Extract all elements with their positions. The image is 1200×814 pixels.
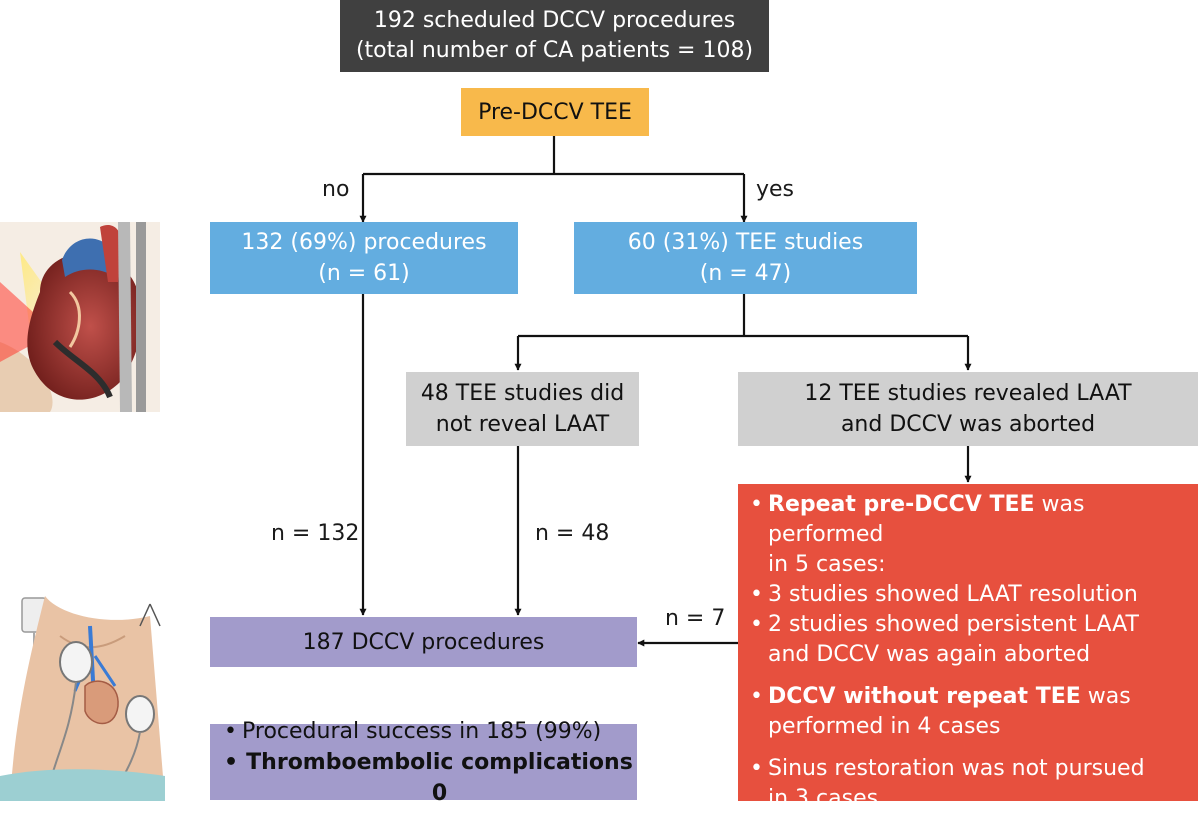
tee-studies-line-2: (n = 47) [699, 261, 792, 286]
scheduled-line-2: (total number of CA patients = 108) [355, 38, 754, 63]
repeat-tee-line2: in 5 cases: [768, 552, 886, 577]
scheduled-line-1: 192 scheduled DCCV procedures [373, 8, 736, 33]
tee-studies-line-1: 60 (31%) TEE studies [627, 230, 864, 255]
pre-dccv-tee-label: Pre-DCCV TEE [478, 99, 632, 125]
sinus-item: Sinus restoration was not pursued in 3 c… [748, 754, 1145, 814]
repeat-tee-bold: Repeat pre-DCCV TEE [768, 492, 1035, 517]
without-repeat-item: DCCV without repeat TEE was performed in… [748, 682, 1131, 742]
no-tee-line-2: (n = 61) [318, 261, 410, 286]
sinus-line1: Sinus restoration was not pursued [768, 756, 1145, 781]
dccv-procedures-label: 187 DCCV procedures [302, 629, 545, 655]
edge-label-yes: yes [756, 177, 795, 202]
outcome-thromboembolic: Thromboembolic complications 0 [222, 747, 637, 809]
no-tee-line-1: 132 (69%) procedures [241, 230, 487, 255]
no-tee-procedures-box: 132 (69%) procedures (n = 61) [210, 222, 518, 294]
edge-label-n132: n = 132 [271, 521, 360, 546]
resolution-item: 3 studies showed LAAT resolution [748, 580, 1138, 610]
without-repeat-line2: performed in 4 cases [768, 714, 1001, 739]
no-laat-box: 48 TEE studies did not reveal LAAT [406, 372, 639, 446]
laat-management-box: Repeat pre-DCCV TEE was performed in 5 c… [738, 484, 1198, 811]
persistent-line1: 2 studies showed persistent LAAT [768, 612, 1139, 637]
without-repeat-bold: DCCV without repeat TEE [768, 684, 1081, 709]
repeat-tee-rest: was performed [768, 492, 1085, 547]
laat-line-2: and DCCV was aborted [840, 412, 1096, 437]
sinus-line2: in 3 cases [768, 786, 879, 811]
split-connector-studies [518, 294, 968, 338]
laat-aborted-box: 12 TEE studies revealed LAAT and DCCV wa… [738, 372, 1198, 446]
outcomes-box: Procedural success in 185 (99%) Thromboe… [210, 716, 637, 806]
edge-label-n7: n = 7 [665, 606, 726, 631]
persistent-item: 2 studies showed persistent LAAT and DCC… [748, 610, 1139, 670]
no-laat-line-1: 48 TEE studies did [420, 381, 625, 406]
without-repeat-rest: was [1080, 684, 1131, 709]
persistent-line2: and DCCV was again aborted [768, 642, 1091, 667]
edge-label-no: no [322, 177, 350, 202]
pre-dccv-tee-box: Pre-DCCV TEE [461, 88, 649, 136]
dccv-procedures-box: 187 DCCV procedures [210, 617, 637, 667]
cardioversion-patient-illustration [0, 596, 165, 801]
repeat-tee-item: Repeat pre-DCCV TEE was performed in 5 c… [748, 490, 1192, 580]
no-laat-line-2: not reveal LAAT [435, 412, 610, 437]
outcome-success: Procedural success in 185 (99%) [222, 716, 601, 747]
split-connector-tee [363, 136, 744, 176]
edge-label-n48: n = 48 [535, 521, 610, 546]
laat-line-1: 12 TEE studies revealed LAAT [804, 381, 1132, 406]
tee-studies-box: 60 (31%) TEE studies (n = 47) [574, 222, 917, 294]
scheduled-procedures-box: 192 scheduled DCCV procedures (total num… [340, 0, 769, 72]
tee-probe-heart-illustration [0, 222, 160, 412]
